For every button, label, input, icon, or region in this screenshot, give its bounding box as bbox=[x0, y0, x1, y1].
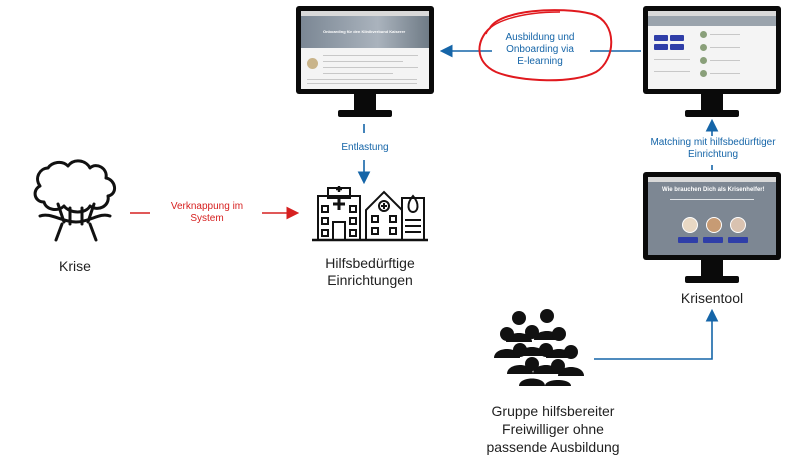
edge-ausbildung-label: Ausbildung und Onboarding via E-learning bbox=[505, 32, 575, 67]
krisentool-screen-title: Wie brauchen Dich als Krisenhelfer! bbox=[662, 187, 765, 193]
people-group-icon bbox=[494, 309, 584, 386]
node-krise: Krise bbox=[59, 258, 91, 274]
arrow-gruppe-krisentool bbox=[594, 308, 719, 360]
edge-entlastung-label: Entlastung bbox=[341, 142, 389, 153]
hospital-buildings-icon bbox=[312, 186, 428, 242]
node-krisentool: Krisentool bbox=[680, 290, 744, 306]
krisentool-monitor: Wie brauchen Dich als Krisenhelfer! bbox=[643, 172, 781, 286]
krisentool-screen: Wie brauchen Dich als Krisenhelfer! bbox=[648, 177, 776, 255]
highlight-circle bbox=[478, 9, 613, 82]
node-einrichtungen: Hilfsbedürftige Einrichtungen bbox=[325, 255, 415, 288]
elearning-monitor bbox=[643, 6, 781, 120]
onboarding-monitor: Onboarding für den Klinikverbund Kaisere… bbox=[296, 6, 434, 120]
node-gruppe: Gruppe hilfsbereiter Freiwilliger ohne p… bbox=[486, 403, 620, 455]
elearning-screen bbox=[648, 11, 776, 89]
onboarding-screen-title: Onboarding für den Klinikverbund Kaisere… bbox=[323, 29, 406, 34]
mushroom-cloud-icon bbox=[33, 159, 116, 242]
onboarding-screen: Onboarding für den Klinikverbund Kaisere… bbox=[301, 11, 429, 89]
edge-verknappung-label: Verknappung im System bbox=[170, 201, 244, 224]
edge-matching-label: Matching mit hilfsbedürftiger Einrichtun… bbox=[650, 137, 776, 160]
